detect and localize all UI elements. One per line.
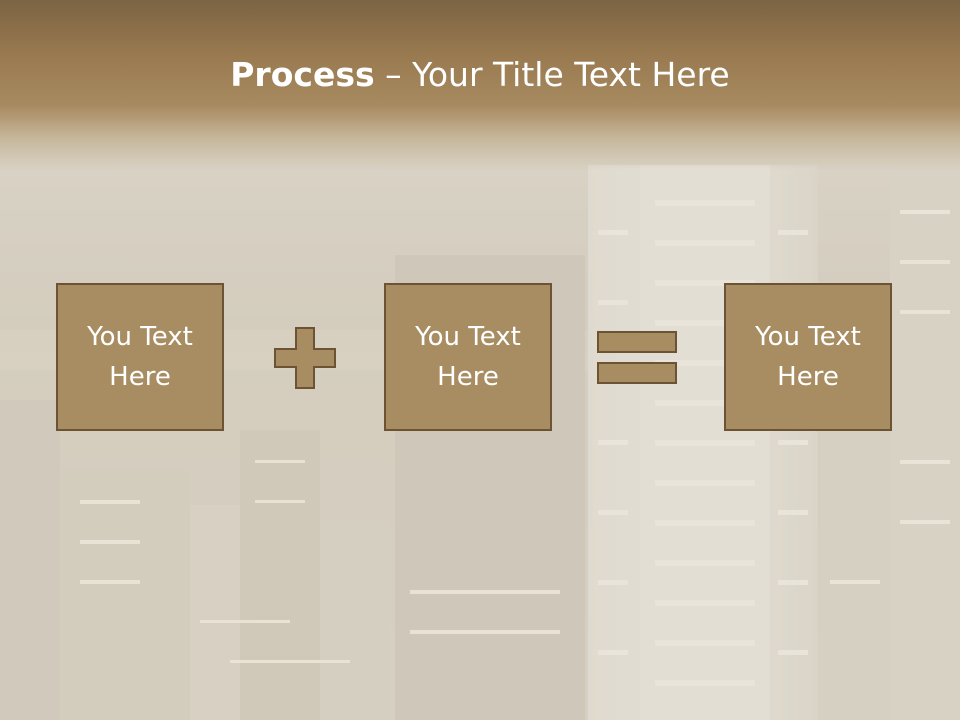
title-bold: Process xyxy=(230,55,375,94)
text-box-1[interactable]: You Text Here xyxy=(56,283,224,431)
equals-icon xyxy=(597,331,677,384)
text-box-2[interactable]: You Text Here xyxy=(384,283,552,431)
title-rest: – Your Title Text Here xyxy=(374,55,730,94)
header-band xyxy=(0,0,960,170)
plus-icon xyxy=(274,327,336,389)
text-box-3[interactable]: You Text Here xyxy=(724,283,892,431)
slide-title: Process – Your Title Text Here xyxy=(0,52,960,98)
